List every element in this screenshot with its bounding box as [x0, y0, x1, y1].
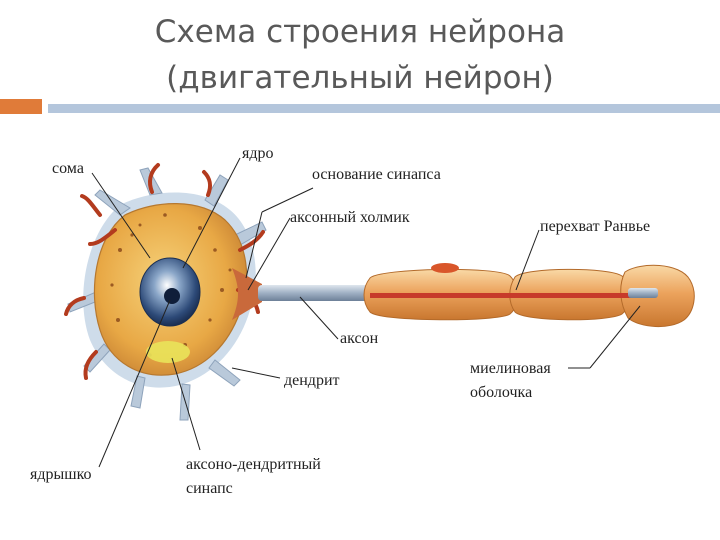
schwann-nucleus: [431, 263, 459, 273]
label-axon-hillock: аксонный холмик: [290, 209, 410, 226]
axon-end: [628, 288, 658, 298]
axodendritic-synapse-blob: [146, 341, 190, 363]
label-myelin-line2: оболочка: [470, 384, 533, 401]
slide-title-line1: Схема строения нейрона: [154, 14, 566, 50]
title-rule: [48, 104, 720, 113]
label-node-of-ranvier: перехват Ранвье: [540, 218, 651, 235]
title-accent-bar: [0, 99, 42, 114]
nucleolus: [164, 288, 180, 304]
label-myelin-line1: миелиновая: [470, 360, 551, 377]
axon: [258, 285, 378, 301]
label-nucleus: ядро: [242, 145, 274, 162]
label-soma: сома: [52, 160, 84, 177]
label-synapse-base: основание синапса: [312, 166, 441, 183]
label-nucleolus: ядрышко: [30, 466, 92, 483]
label-dendrite: дендрит: [284, 372, 340, 389]
axon-hillock: [232, 268, 262, 320]
label-axodendritic-line2: синапс: [186, 480, 233, 497]
axon-inner: [370, 293, 640, 298]
slide-title-line2: (двигательный нейрон): [166, 60, 554, 96]
pointer-lines: [91, 157, 641, 468]
label-axon: аксон: [340, 330, 379, 347]
label-axodendritic-line1: аксоно-дендритный: [186, 456, 321, 473]
